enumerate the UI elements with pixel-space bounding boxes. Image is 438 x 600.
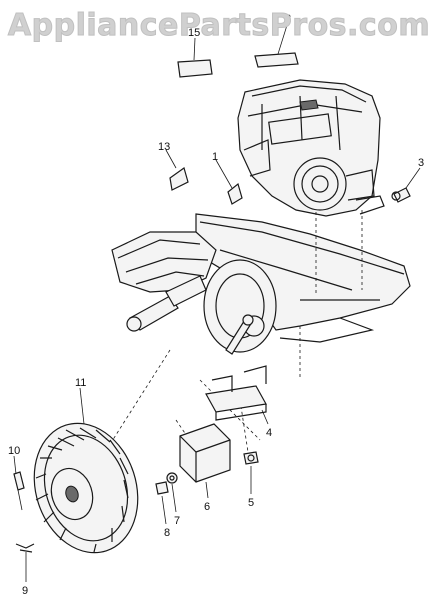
- part-9-clip[interactable]: [15, 543, 35, 553]
- part-4-bracket[interactable]: [205, 365, 267, 421]
- part-13-decal[interactable]: [169, 167, 189, 191]
- axle-shaft: [126, 275, 207, 332]
- part-15-decal[interactable]: [177, 59, 213, 78]
- long-bolt: [225, 314, 254, 355]
- callout-8: 8: [164, 527, 170, 539]
- part-3-bolt[interactable]: [391, 187, 411, 203]
- callout-1: 1: [212, 151, 218, 163]
- callout-2: 2: [285, 13, 291, 25]
- callout-13: 13: [158, 141, 170, 153]
- part-10-pin[interactable]: [13, 471, 25, 511]
- part-2-decal-plate[interactable]: [254, 52, 299, 68]
- part-5-nut[interactable]: [243, 451, 259, 465]
- callout-6: 6: [204, 501, 210, 513]
- part-11-wheel[interactable]: [18, 410, 154, 566]
- callout-15: 15: [188, 27, 200, 39]
- part-1-decal[interactable]: [227, 182, 243, 205]
- engine-assembly: [237, 79, 385, 217]
- callout-7: 7: [174, 515, 180, 527]
- tine-shield: [111, 231, 217, 293]
- part-7-washer[interactable]: [166, 472, 178, 484]
- part-8-nut[interactable]: [155, 481, 169, 495]
- callout-3: 3: [418, 157, 424, 169]
- callout-4: 4: [266, 427, 272, 439]
- part-6-block[interactable]: [179, 423, 231, 483]
- callout-5: 5: [248, 497, 254, 509]
- callout-9: 9: [22, 585, 28, 597]
- callout-10: 10: [8, 445, 20, 457]
- callout-leaders: [13, 21, 421, 582]
- callout-11: 11: [75, 377, 86, 389]
